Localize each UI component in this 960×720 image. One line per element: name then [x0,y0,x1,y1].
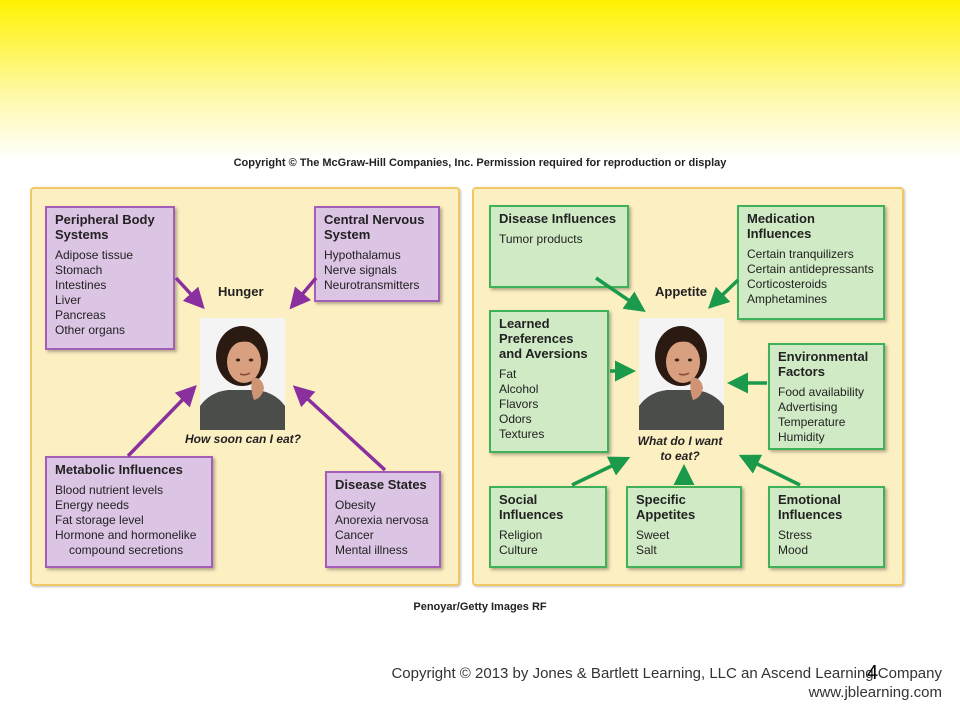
list-item: Intestines [55,278,107,292]
list-item: Odors [499,412,532,426]
list-item: Religion [499,528,543,542]
list-item: Fat [499,367,517,381]
arrow-social-to-appetite [571,456,631,487]
hunger-label: Hunger [218,284,264,299]
box-title: Learned Preferences and Aversions [499,316,588,361]
list-item: Stress [778,528,813,542]
list-item: Fat storage level [55,513,144,527]
list-item: Humidity [778,430,825,444]
list-item: Blood nutrient levels [55,483,164,497]
medication-influences-box: Medication Influences Certain tranquiliz… [737,205,885,320]
box-title: Peripheral Body Systems [55,212,155,242]
page-number: 4 [867,662,879,684]
list-item: Liver [55,293,82,307]
list-item: Alcohol [499,382,539,396]
appetite-question-line2: to eat? [660,449,700,463]
list-item: Flavors [499,397,539,411]
list-item: Other organs [55,323,126,337]
arrow-medication-to-appetite [707,278,740,309]
list-item: Cancer [335,528,374,542]
list-item: Mental illness [335,543,408,557]
woman-thinking-image [200,318,285,430]
list-item: Tumor products [499,232,583,246]
list-item: Neurotransmitters [324,278,420,292]
list-item: Certain tranquilizers [747,247,854,261]
arrow-emotional-to-appetite [738,454,801,487]
jblearning-url: www.jblearning.com [808,684,942,701]
box-title: Disease Influences [499,211,617,226]
woman-thinking-image [639,318,724,430]
mcgraw-hill-copyright: Copyright © The McGraw-Hill Companies, I… [233,157,727,169]
list-item: Stomach [55,263,103,277]
appetite-question: What do I want to eat? [610,434,750,464]
photo-credit: Penoyar/Getty Images RF [413,601,547,613]
box-title: Specific Appetites [636,492,696,522]
appetite-photo [639,318,724,430]
list-item: Textures [499,427,545,441]
box-title: Disease States [335,477,427,492]
list-item: Salt [636,543,657,557]
list-item: Certain antidepressants [747,262,874,276]
hunger-photo [200,318,285,430]
list-item: Nerve signals [324,263,397,277]
arrow-disease-states-to-hunger [292,385,387,472]
hunger-question: How soon can I eat? [184,432,301,446]
box-title: Emotional Influences [778,492,843,522]
box-title: Medication Influences [747,211,815,241]
disease-influences-list: Tumor products [499,232,619,247]
list-item: Adipose tissue [55,248,134,262]
box-title: Central Nervous System [324,212,425,242]
list-item: Mood [778,543,809,557]
list-item: compound secretions [69,543,184,557]
list-item: Hypothalamus [324,248,401,262]
list-item: Advertising [778,400,838,414]
list-item: Obesity [335,498,376,512]
arrow-disease-influences-to-appetite [595,276,646,312]
metabolic-influences-box: Metabolic Influences Blood nutrient leve… [45,456,213,568]
jones-bartlett-copyright: Copyright © 2013 by Jones & Bartlett Lea… [391,665,942,682]
list-item: Energy needs [55,498,130,512]
list-item: Anorexia nervosa [335,513,429,527]
appetite-question-line1: What do I want [637,434,723,448]
box-title: Social Influences [499,492,564,522]
list-item: Corticosteroids [747,277,828,291]
list-item: Hormone and hormonelike [55,528,197,542]
arrow-peripheral-to-hunger [174,276,205,310]
arrow-cns-to-hunger [289,276,318,310]
disease-influences-box: Disease Influences Tumor products [489,205,629,288]
box-title: Environmental Factors [778,349,869,379]
list-item: Amphetamines [747,292,828,306]
list-item: Sweet [636,528,670,542]
box-title: Metabolic Influences [55,462,183,477]
list-item: Temperature [778,415,846,429]
list-item: Culture [499,543,538,557]
list-item: Pancreas [55,308,106,322]
arrow-metabolic-to-hunger [126,384,197,458]
list-item: Food availability [778,385,865,399]
appetite-label: Appetite [655,284,707,299]
